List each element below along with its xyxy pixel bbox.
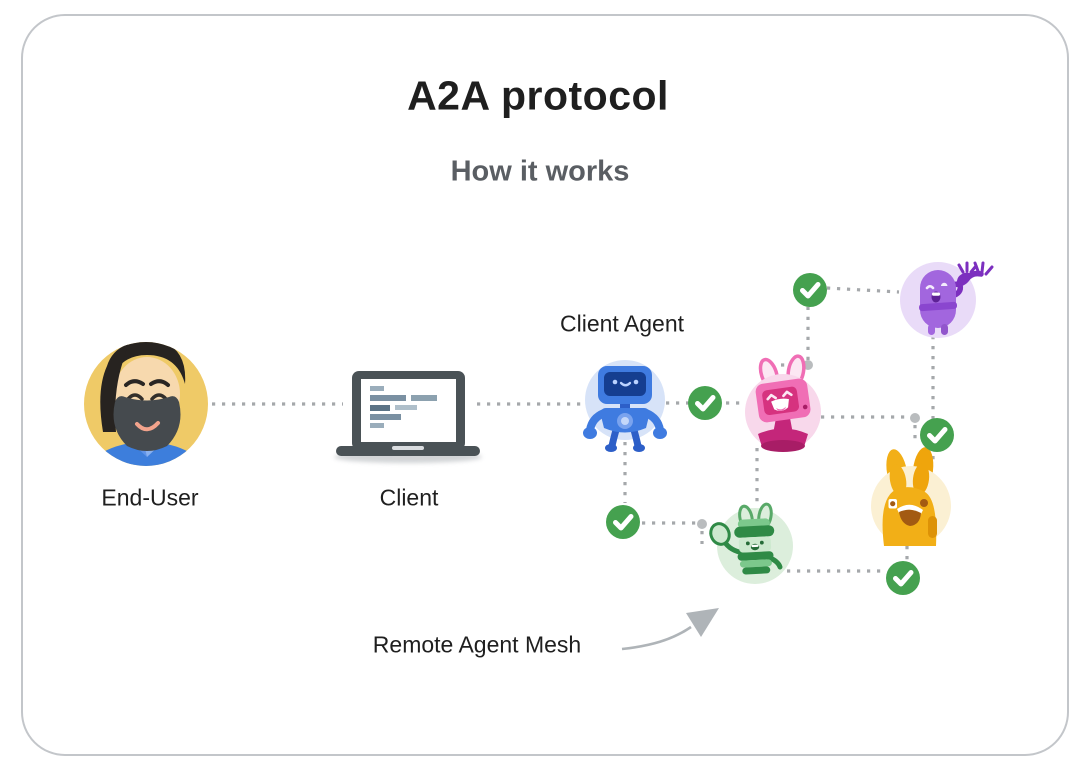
green-agent-avatar xyxy=(709,502,793,584)
mesh-arrow-icon xyxy=(621,608,719,651)
yellow-agent-avatar xyxy=(871,447,951,546)
corner-dots xyxy=(697,360,920,529)
end-user-label: End-User xyxy=(101,484,199,511)
junction-dot xyxy=(910,413,920,423)
page-subtitle: How it works xyxy=(450,155,630,188)
check-icon xyxy=(606,505,640,539)
remote-agent-mesh-label: Remote Agent Mesh xyxy=(372,631,582,658)
check-badges xyxy=(606,273,954,595)
client-laptop xyxy=(334,371,482,463)
junction-dot xyxy=(697,519,707,529)
line-check-purple xyxy=(826,286,900,294)
page-title: A2A protocol xyxy=(407,72,669,119)
purple-agent-avatar xyxy=(900,261,994,338)
client-agent-avatar xyxy=(583,360,667,452)
code-lines xyxy=(370,386,437,428)
check-icon xyxy=(688,386,722,420)
client-agent-label: Client Agent xyxy=(559,310,685,337)
check-icon xyxy=(920,418,954,452)
client-label: Client xyxy=(379,484,439,511)
check-icon xyxy=(793,273,827,307)
pink-agent-avatar xyxy=(745,354,821,452)
check-icon xyxy=(886,561,920,595)
